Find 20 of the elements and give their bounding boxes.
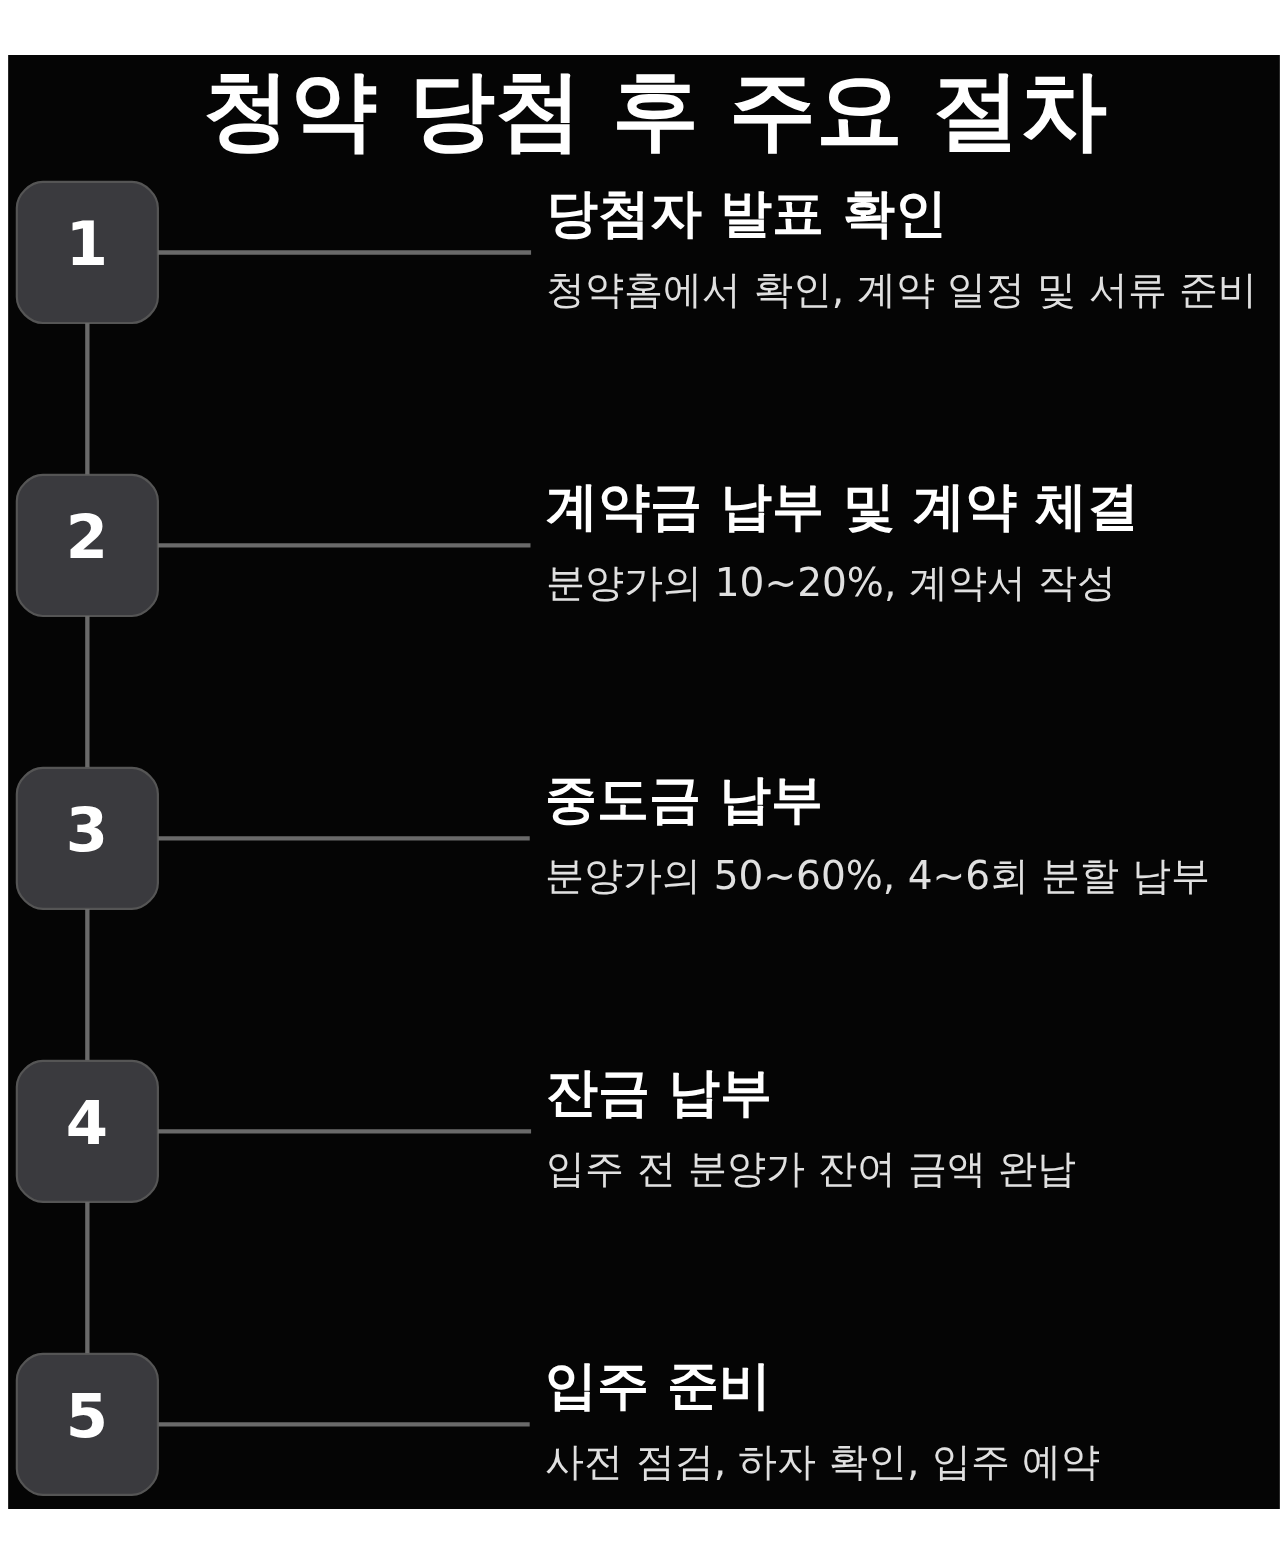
node-text: 입주 준비 사전 점검, 하자 확인, 입주 예약 [545,1355,1101,1485]
connector [158,836,530,841]
node-text: 당첨자 발표 확인 청약홈에서 확인, 계약 일정 및 서류 준비 [546,183,1258,313]
connector [85,1201,90,1354]
diagram-title: 청약 당첨 후 주요 절차 [203,58,1108,160]
connector [85,323,90,475]
node-text: 잔금 납부 입주 전 분양가 잔여 금액 완납 [546,1062,1077,1192]
node-text: 계약금 납부 및 계약 체결 분양가의 10~20%, 계약서 작성 [546,476,1139,606]
node-box: 3 [15,766,159,911]
node-box: 5 [15,1352,159,1496]
node-box: 1 [15,180,159,325]
node-box: 2 [15,473,159,618]
connector [85,616,90,768]
node-text: 중도금 납부 분양가의 50~60%, 4~6회 분할 납부 [545,769,1210,899]
connector [158,1422,530,1427]
connector [85,909,90,1061]
node-box: 4 [15,1059,159,1203]
connector [158,250,532,255]
connector [157,543,531,548]
connector [157,1129,532,1134]
